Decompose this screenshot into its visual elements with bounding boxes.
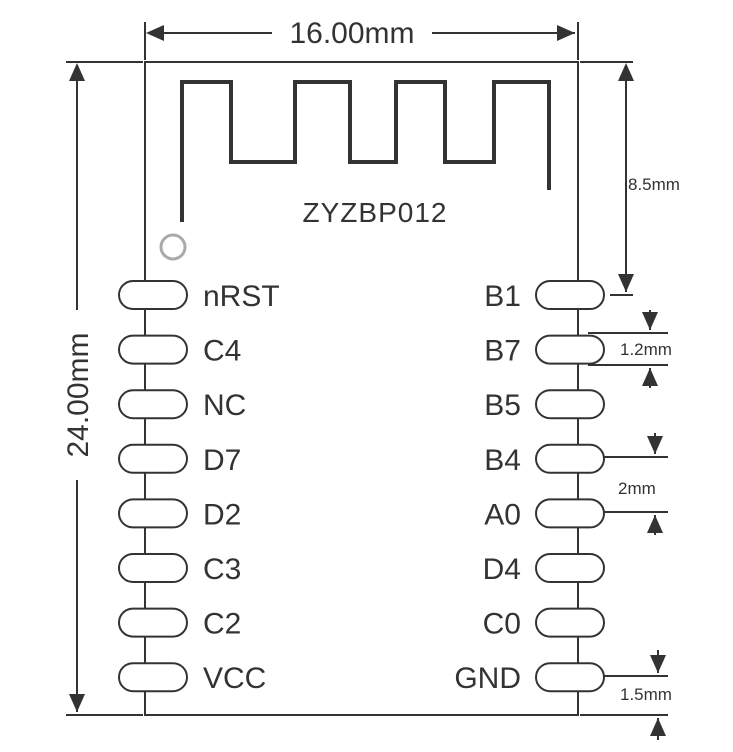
left-pad — [118, 662, 188, 693]
left-pad — [118, 334, 188, 365]
pad-width-label: 1.2mm — [620, 340, 672, 359]
right-pad — [535, 334, 605, 365]
pin-label: C3 — [203, 553, 241, 586]
right-pad — [535, 443, 605, 474]
antenna-clearance-label: 8.5mm — [628, 175, 680, 194]
pin-label: NC — [203, 389, 246, 422]
right-pad — [535, 607, 605, 638]
pad-width-dimension: 1.2mm — [588, 310, 672, 388]
height-label: 24.00mm — [62, 332, 95, 457]
right-pad — [535, 280, 605, 310]
pin-label: A0 — [484, 498, 521, 531]
pin-label: B7 — [484, 335, 521, 368]
left-pad — [118, 553, 188, 583]
height-dimension: 24.00mm — [62, 61, 143, 716]
bottom-offset-label: 1.5mm — [620, 685, 672, 704]
width-label: 16.00mm — [289, 17, 414, 50]
pin-label: D2 — [203, 498, 241, 531]
pin-label: D4 — [483, 553, 521, 586]
pin-label: B4 — [484, 444, 521, 477]
left-pad — [118, 389, 188, 420]
right-pad — [535, 389, 605, 420]
left-pad — [118, 607, 188, 638]
right-pad — [535, 553, 605, 583]
pin-label: VCC — [203, 662, 266, 695]
right-pad — [535, 662, 605, 693]
bottom-offset-dimension: 1.5mm — [572, 650, 672, 740]
left-pad — [118, 443, 188, 474]
antenna-clearance-dimension: 8.5mm — [580, 61, 680, 296]
right-pad — [535, 498, 605, 529]
pin-label: D7 — [203, 444, 241, 477]
module-outline — [144, 61, 579, 716]
pin-label: C4 — [203, 335, 241, 368]
pin-label: nRST — [203, 280, 280, 313]
pin-label: C2 — [203, 608, 241, 641]
left-pad — [118, 280, 188, 310]
pin-label: B5 — [484, 389, 521, 422]
pin1-marker — [159, 233, 187, 261]
pin-label: B1 — [484, 280, 521, 313]
antenna-trace — [180, 80, 551, 222]
width-dimension: 16.00mm — [144, 17, 579, 60]
pin-pitch-label: 2mm — [618, 479, 656, 498]
pin-label: C0 — [483, 608, 521, 641]
pin-label: GND — [454, 662, 521, 695]
module-name: ZYZBP012 — [303, 197, 448, 228]
left-pad — [118, 498, 188, 529]
